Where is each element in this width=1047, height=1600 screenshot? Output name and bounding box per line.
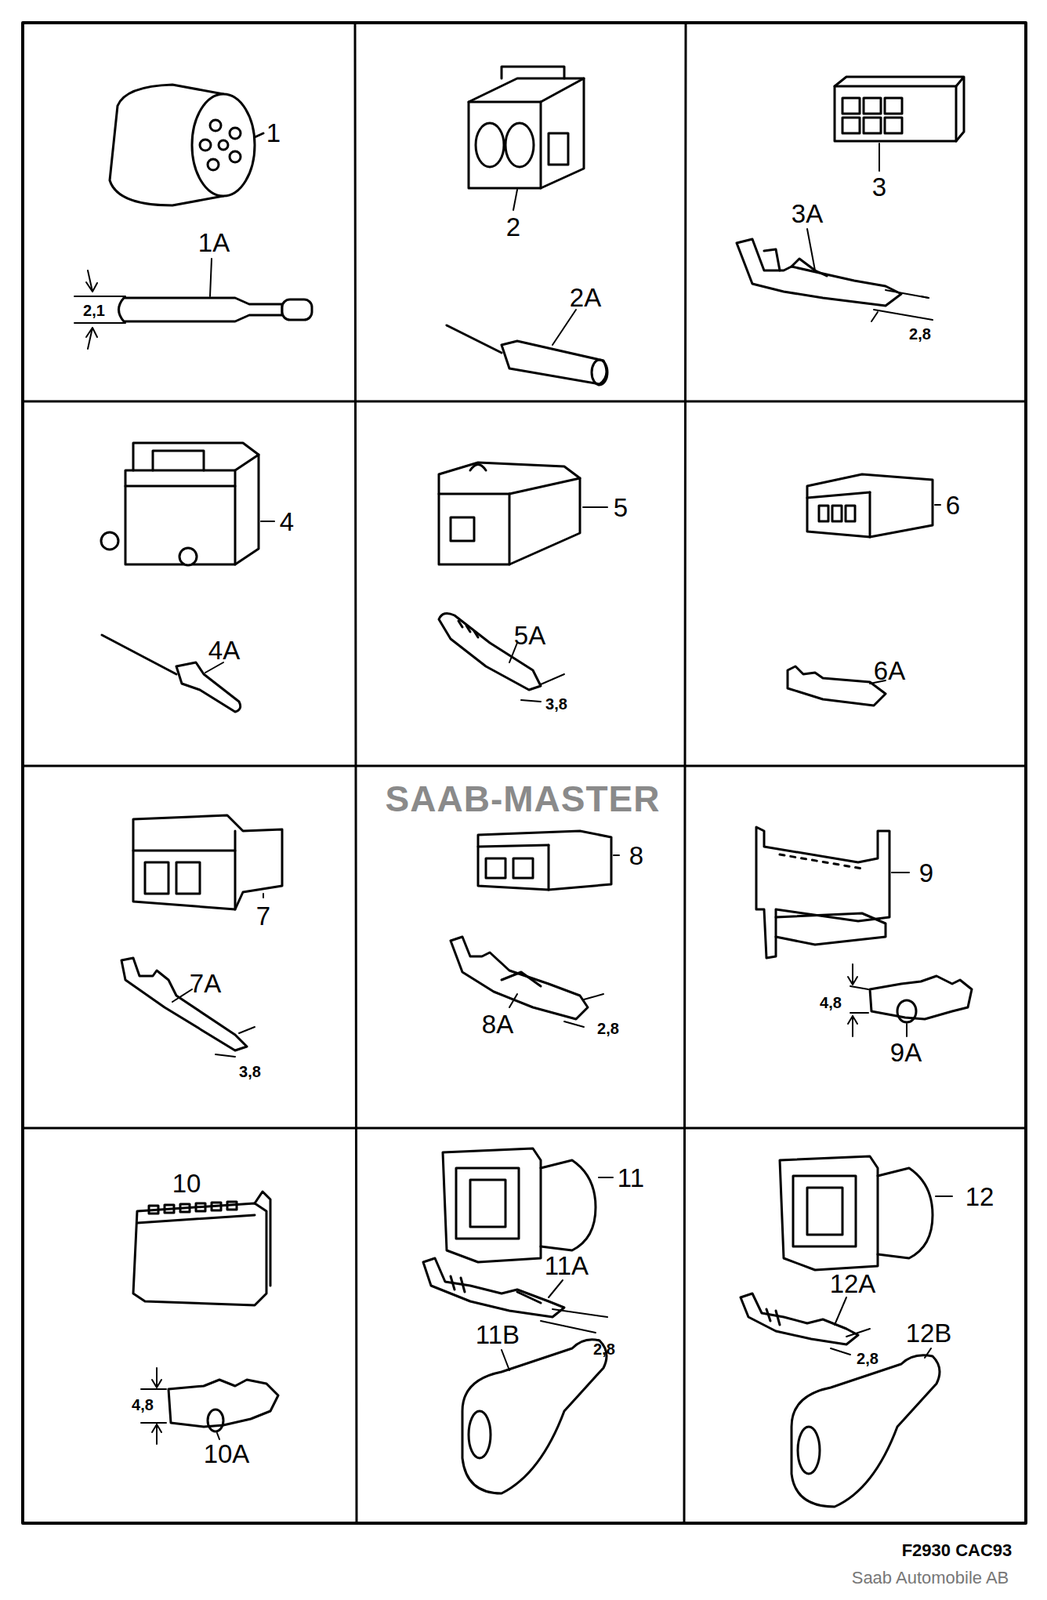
dimension-label: 3,8 <box>545 695 568 712</box>
callout-number: 2A <box>569 284 602 311</box>
callout-number: 7A <box>189 970 221 997</box>
callout-number: 10A <box>203 1440 250 1467</box>
dimension-label: 2,8 <box>593 1340 616 1357</box>
callout-number: 1A <box>198 229 230 256</box>
callout-number: 9A <box>890 1039 922 1066</box>
callout-number: 6A <box>873 657 906 684</box>
figure-code: F2930 CAC93 <box>902 1541 1013 1559</box>
copyright-note: Saab Automobile AB <box>851 1568 1010 1587</box>
dimension-label: 3,8 <box>239 1063 261 1080</box>
callout-number: 12A <box>829 1270 877 1297</box>
dimension-label: 2,8 <box>856 1350 879 1366</box>
dimension-label: 2,1 <box>83 302 106 319</box>
callout-number: 7 <box>256 902 271 929</box>
callout-number: 12 <box>965 1183 995 1210</box>
callout-number: 11B <box>475 1321 520 1348</box>
callout-number: 3A <box>791 200 823 227</box>
callout-number: 12B <box>905 1319 953 1346</box>
callout-number: 11A <box>544 1252 589 1279</box>
callout-number: 1 <box>266 119 281 146</box>
callout-number: 9 <box>919 859 934 886</box>
callout-number: 4 <box>279 508 294 535</box>
callout-number: 8 <box>629 842 644 869</box>
callout-number: 6 <box>945 492 961 519</box>
dimension-label: 2,8 <box>597 1020 620 1037</box>
callout-number: 5 <box>613 494 628 521</box>
callout-number: 8A <box>481 1010 514 1037</box>
callout-number: 5A <box>514 622 546 649</box>
dimension-label: 2,8 <box>909 326 932 342</box>
callout-number: 2 <box>506 213 521 240</box>
callout-number: 3 <box>872 173 887 200</box>
callout-number: 4A <box>208 637 240 663</box>
dimension-label: 4,8 <box>131 1396 154 1413</box>
callout-number: 10 <box>172 1170 202 1196</box>
callout-number: 11 <box>617 1164 645 1191</box>
dimension-label: 4,8 <box>819 994 842 1011</box>
watermark: SAAB-MASTER <box>380 778 666 819</box>
